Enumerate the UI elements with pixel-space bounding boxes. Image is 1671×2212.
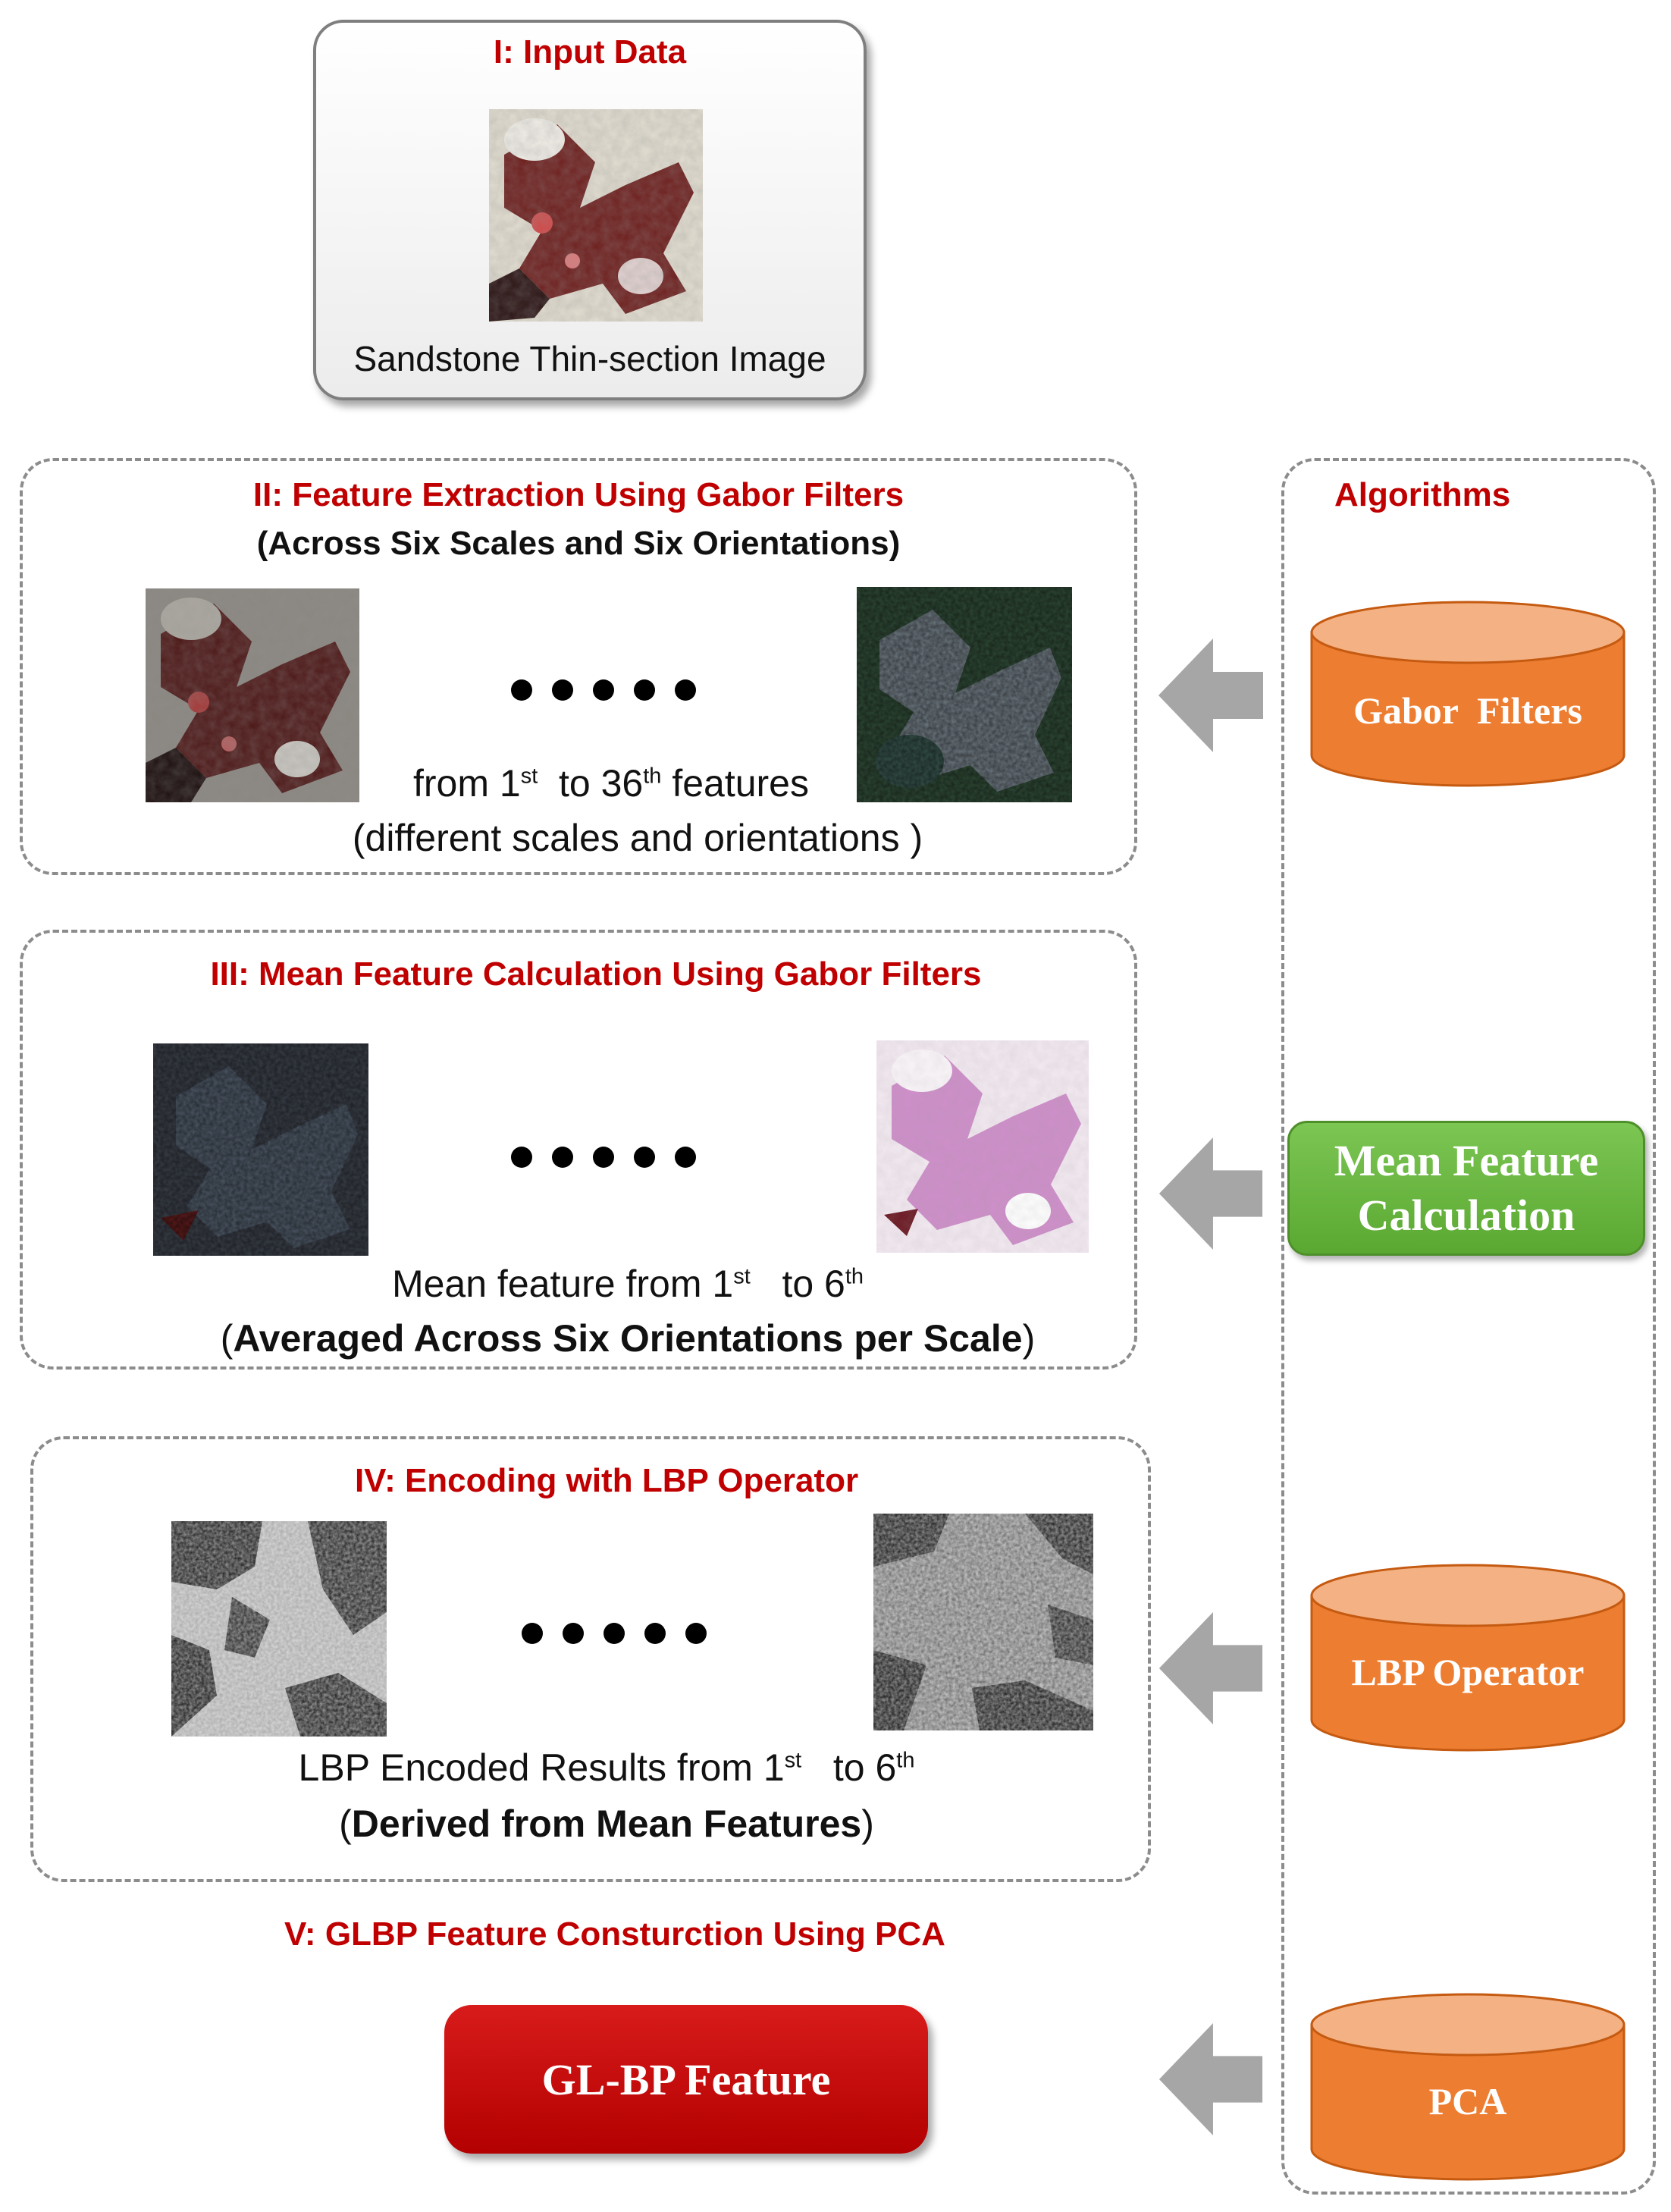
stage2-line1-sup1: st xyxy=(520,764,538,789)
gabor-filters-cylinder: Gabor Filters xyxy=(1309,599,1627,789)
arrow-left-icon xyxy=(1158,1137,1263,1250)
dot xyxy=(675,679,696,701)
stage4-line2-close: ) xyxy=(861,1803,874,1845)
stage3-line2-open: ( xyxy=(220,1317,234,1360)
stage2-ellipsis-dots xyxy=(511,679,696,701)
stage2-title: II: Feature Extraction Using Gabor Filte… xyxy=(252,476,904,513)
arrow-left-icon xyxy=(1158,2023,1263,2135)
dot xyxy=(552,1147,573,1168)
pca-cylinder: PCA xyxy=(1309,1991,1627,2182)
stage4-line1-a: LBP Encoded Results from 1 xyxy=(298,1746,785,1789)
stage2-line1-c: features xyxy=(661,762,809,805)
pca-label: PCA xyxy=(1428,2080,1507,2123)
stage3-line1-sup2: th xyxy=(845,1264,864,1289)
mean-feature-first-image xyxy=(153,1043,368,1256)
lbp-encoded-last-image xyxy=(873,1514,1093,1730)
dot xyxy=(604,1623,625,1644)
stage3-line1-a: Mean feature from 1 xyxy=(391,1263,734,1305)
dot xyxy=(511,679,532,701)
dot xyxy=(511,1147,532,1168)
mean-feature-calc-line1: Mean Feature xyxy=(1334,1135,1599,1185)
stage2-line1-a: from 1 xyxy=(412,762,521,805)
gl-bp-feature-label: GL-BP Feature xyxy=(541,2054,831,2104)
stage2-subtitle: (Across Six Scales and Six Orientations) xyxy=(256,525,901,562)
stage4-line1-b: to 6 xyxy=(801,1746,897,1789)
dot xyxy=(634,1147,655,1168)
stage4-line1-sup1: st xyxy=(784,1748,802,1773)
dot xyxy=(563,1623,584,1644)
stage3-line2-bold: Averaged Across Six Orientations per Sca… xyxy=(233,1317,1023,1360)
gabor-feature-first-image xyxy=(146,588,359,802)
stage3-line1-sup1: st xyxy=(733,1264,751,1289)
dot xyxy=(634,679,655,701)
mean-feature-calculation-box: Mean Feature Calculation xyxy=(1287,1121,1645,1256)
gabor-feature-last-image xyxy=(857,587,1072,802)
stage3-line2-close: ) xyxy=(1022,1317,1036,1360)
dot xyxy=(593,1147,614,1168)
sandstone-input-image xyxy=(489,109,703,322)
stage4-lbp-encoding-box xyxy=(30,1436,1151,1882)
gabor-filters-label: Gabor Filters xyxy=(1353,689,1582,732)
dot xyxy=(593,679,614,701)
arrow-left-icon xyxy=(1158,638,1263,752)
gl-bp-feature-output-box: GL-BP Feature xyxy=(444,2005,928,2154)
stage2-line2: (different scales and orientations ) xyxy=(352,817,923,859)
stage4-line1: LBP Encoded Results from 1st to 6th xyxy=(30,1746,1183,1790)
input-data-caption: Sandstone Thin-section Image xyxy=(353,339,826,378)
dot xyxy=(675,1147,696,1168)
dot xyxy=(522,1623,543,1644)
stage5-title: V: GLBP Feature Consturction Using PCA xyxy=(284,1915,945,1953)
algorithms-panel xyxy=(1281,458,1656,2195)
stage3-line1: Mean feature from 1st to 6th xyxy=(20,1262,1236,1306)
mean-feature-calc-line2: Calculation xyxy=(1357,1191,1575,1240)
stage4-line2-open: ( xyxy=(339,1803,352,1845)
stage2-line1-b: to 36 xyxy=(538,762,644,805)
mean-feature-last-image xyxy=(876,1040,1089,1253)
stage4-line2: (Derived from Mean Features) xyxy=(30,1802,1183,1846)
lbp-encoded-first-image xyxy=(171,1521,387,1737)
dot xyxy=(644,1623,666,1644)
stage2-line1-sup2: th xyxy=(643,764,662,789)
stage4-title: IV: Encoding with LBP Operator xyxy=(354,1462,859,1499)
stage3-line2: (Averaged Across Six Orientations per Sc… xyxy=(20,1316,1236,1360)
lbp-operator-cylinder: LBP Operator xyxy=(1309,1562,1627,1753)
stage3-mean-feature-box xyxy=(20,930,1137,1370)
stage4-line1-sup2: th xyxy=(896,1748,915,1773)
stage4-line2-bold: Derived from Mean Features xyxy=(351,1803,862,1845)
lbp-operator-label: LBP Operator xyxy=(1351,1651,1585,1693)
stage3-line1-b: to 6 xyxy=(750,1263,845,1305)
dot xyxy=(685,1623,707,1644)
stage3-title: III: Mean Feature Calculation Using Gabo… xyxy=(210,955,982,993)
stage2-feature-extraction-box xyxy=(20,458,1137,875)
stage4-ellipsis-dots xyxy=(522,1623,707,1644)
stage2-line1: from 1st to 36th features xyxy=(368,761,854,805)
arrow-left-icon xyxy=(1158,1612,1263,1724)
input-data-title: I: Input Data xyxy=(493,33,687,71)
algorithms-title: Algorithms xyxy=(1334,476,1511,513)
stage3-ellipsis-dots xyxy=(511,1147,696,1168)
dot xyxy=(552,679,573,701)
